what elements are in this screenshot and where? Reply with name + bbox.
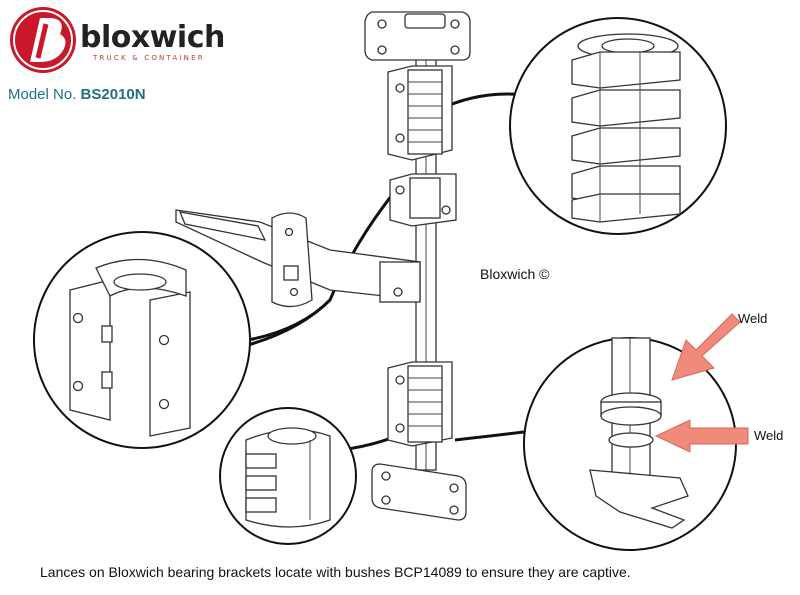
model-value: BS2010N [80,86,146,103]
brand-tagline: TRUCK & CONTAINER [93,54,205,62]
weld-arrow-upper [671,313,741,381]
weld-label-lower: Weld [754,428,784,443]
copyright-label: Bloxwich © [480,266,550,282]
callout-bearing-stack [509,17,727,235]
callout-bush-profile [219,407,357,545]
callout-weld-detail [523,337,737,551]
weld-label-upper: Weld [738,311,768,326]
caption: Lances on Bloxwich bearing brackets loca… [40,564,631,580]
brand-name: bloxwich [80,20,225,55]
door-lock-assembly [175,11,471,521]
callout-bearing-bracket [33,231,251,449]
model-number: Model No. BS2010N [8,86,146,103]
weld-arrow-lower [654,419,749,453]
bloxwich-logo-icon [10,7,76,73]
model-label: Model No. [8,86,77,103]
